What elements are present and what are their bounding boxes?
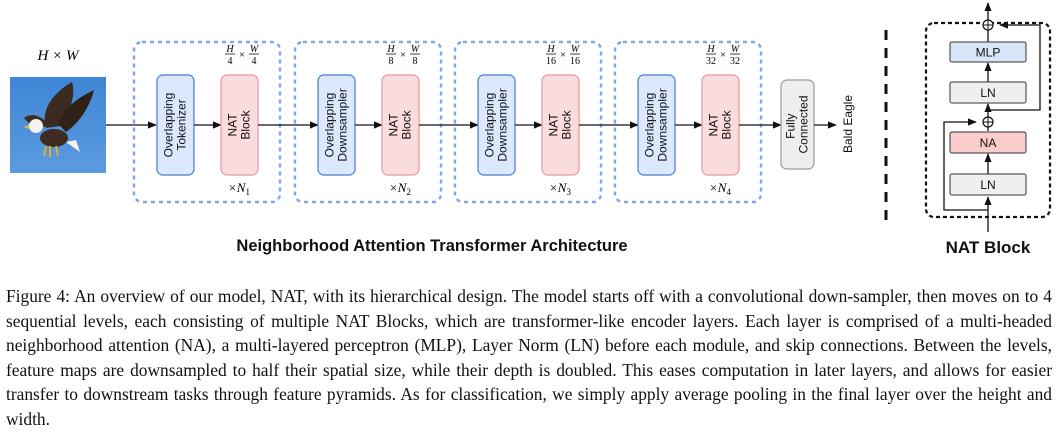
stage-1-repeat-label: ×N1 [228,180,250,197]
stage-2-res-h: H [386,44,395,55]
output-label: Bald Eagle [841,95,855,153]
svg-text:NATBlock: NATBlock [707,109,734,139]
figure-caption: Figure 4: An overview of our model, NAT,… [6,286,1052,429]
repeat-symbol: ×N [709,180,728,195]
fully-connected-box: Fully Connected [780,79,815,170]
svg-text:OverlappingTokenizer: OverlappingTokenizer [162,93,189,158]
repeat-symbol: ×N [228,180,247,195]
stage-border [453,40,603,204]
input-image-eagle [10,77,106,173]
stage-3-res-w: W [571,44,581,55]
nat-block-title: NAT Block [946,238,1031,257]
stage-2-repeat-label: ×N2 [389,180,411,197]
na-label: NA [980,136,997,150]
stage-4-res-h-den: 32 [706,56,716,67]
mlp-label: MLP [976,46,1001,60]
stage-1-res-w: W [250,44,260,55]
stage-2-res-h-den: 8 [389,56,394,67]
ln-top-label: LN [980,86,995,100]
stage-3-res-h-den: 16 [546,56,556,67]
stage-4-res-h: H [706,44,715,55]
stage-4-nat-label-line-2: Block [720,109,734,139]
fc-label-line-2: Connected [797,95,811,153]
repeat-symbol: ×N [549,180,568,195]
na-box [949,131,1027,154]
stage-4-first-label-line-1: Overlapping [643,93,657,158]
stage-3-first-label-line-1: Overlapping [483,93,497,158]
stage-1-res-h: H [225,44,234,55]
stage-1-first-label-line-2: Tokenizer [175,99,189,150]
stage-3-nat-label-line-2: Block [560,109,574,139]
stage-2-res-w-den: 8 [413,56,418,67]
stage-1-nat-label-line-1: NAT [226,113,240,137]
stage-1-nat-label-line-2: Block [239,109,253,139]
stage-2-res-w: W [411,44,421,55]
repeat-symbol: ×N [389,180,408,195]
stage-4-first-label-line-2: Downsampler [656,88,670,161]
repeat-subscript: 3 [566,187,571,197]
stage-4-repeat-label: ×N4 [709,180,731,197]
stage-4-nat-label-line-1: NAT [707,113,721,137]
stage-4-res-w-den: 32 [730,56,740,67]
svg-text:×: × [400,49,406,61]
svg-text:NATBlock: NATBlock [226,109,253,139]
fc-label-line-1: Fully [784,114,798,139]
stage-3-repeat-label: ×N3 [549,180,571,197]
stage-border [293,40,443,204]
ln-top-box [949,81,1027,104]
stage-1-res-h-den: 4 [228,56,233,67]
architecture-title: Neighborhood Attention Transformer Archi… [236,237,627,255]
repeat-subscript: 4 [726,187,731,197]
svg-text:NATBlock: NATBlock [547,109,574,139]
ln-bottom-label: LN [980,178,995,192]
stage-2-first-label-line-2: Downsampler [336,88,350,161]
stage-2-nat-label-line-1: NAT [387,113,401,137]
repeat-subscript: 1 [245,187,250,197]
stage-border [613,40,763,204]
ln-bottom-box [949,173,1027,196]
stage-3-first-label-line-2: Downsampler [496,88,510,161]
stage-3-res-h: H [546,44,555,55]
mlp-box [949,41,1027,63]
stage-3-nat-label-line-1: NAT [547,113,561,137]
svg-text:OverlappingDownsampler: OverlappingDownsampler [643,88,670,161]
stage-border [132,40,282,204]
stage-2-nat-label-line-2: Block [400,109,414,139]
svg-text:OverlappingDownsampler: OverlappingDownsampler [323,88,350,161]
svg-text:×: × [560,49,566,61]
svg-text:×: × [239,49,245,61]
svg-text:NATBlock: NATBlock [387,109,414,139]
stage-2-first-label-line-1: Overlapping [323,93,337,158]
repeat-subscript: 2 [406,187,411,197]
stage-4-res-w: W [731,44,741,55]
stage-1-first-label-line-1: Overlapping [162,93,176,158]
svg-text:OverlappingDownsampler: OverlappingDownsampler [483,88,510,161]
svg-text:×: × [720,49,726,61]
input-dims-label: H × W [37,48,80,64]
stage-3-res-w-den: 16 [570,56,580,67]
stage-1-res-w-den: 4 [252,56,257,67]
nat-block-detail: MLP LN NA LN [924,2,1052,232]
svg-text:Fully Connected: Fully Connected [784,95,811,153]
